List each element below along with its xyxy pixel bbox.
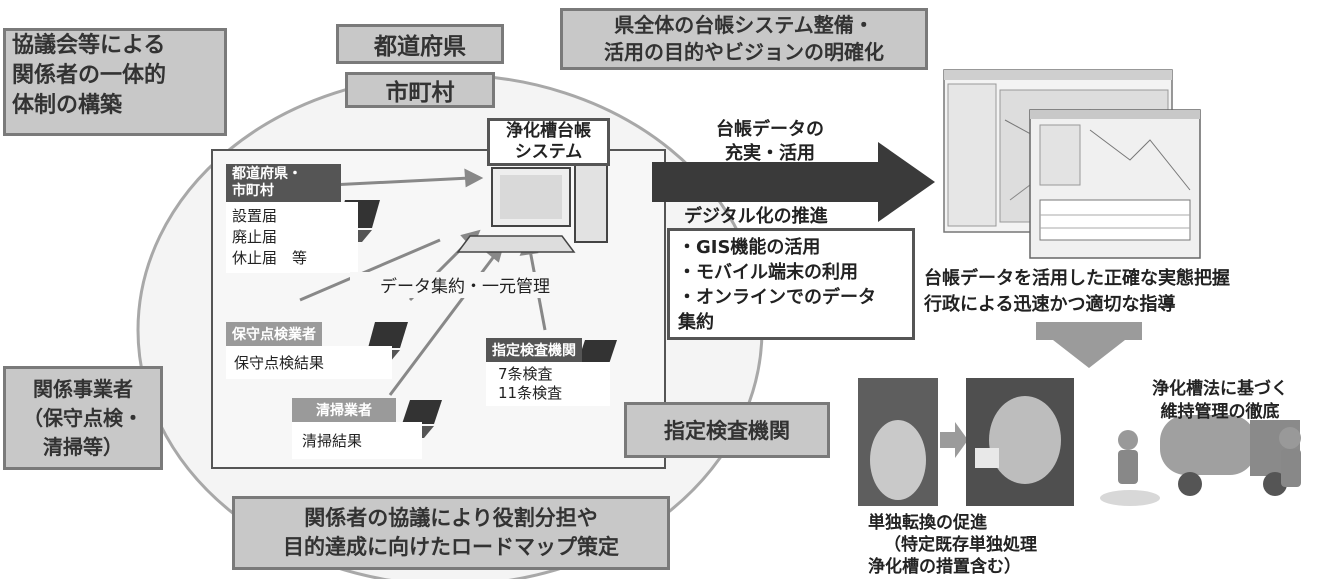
- council-line-1: 協議会等による: [12, 33, 166, 58]
- pref-muni-label: 都道府県・ 市町村: [226, 164, 341, 202]
- aggregation-label: データ集約・一元管理: [350, 272, 580, 298]
- enrich-text: 台帳データの 充実・活用: [716, 119, 824, 164]
- municipality-box: 市町村: [345, 72, 495, 108]
- down-arrow: [1036, 322, 1142, 368]
- inspection-docs: 7条検査 11条検査: [486, 362, 610, 406]
- council-line-2: 関係者の一体的: [12, 63, 167, 88]
- big-right-arrow: [652, 142, 935, 222]
- operators-box: 関係事業者 （保守点検・ 清掃等）: [3, 366, 163, 470]
- inspection-box: 指定検査機関: [624, 402, 830, 458]
- council-line-3: 体制の構築: [12, 93, 123, 118]
- gis-screenshot: [943, 69, 1201, 259]
- vision-box: 県全体の台帳システム整備・ 活用の目的やビジョンの明確化: [560, 8, 928, 70]
- measures-box: ・GIS機能の活用 ・モバイル端末の利用 ・オンラインでのデータ 集約: [667, 228, 915, 340]
- cleaning-label: 清掃業者: [292, 398, 396, 422]
- prefecture-box: 都道府県: [336, 24, 504, 64]
- cleaning-doc: 清掃結果: [292, 422, 422, 459]
- computer-icon: [456, 159, 608, 253]
- photo-arrow: [940, 422, 968, 458]
- digital-text: デジタル化の推進: [684, 206, 828, 227]
- maintenance-entity: 保守点検業者 保守点検結果: [226, 322, 392, 379]
- pref-muni-entity: 都道府県・ 市町村 設置届 廃止届 休止届 等: [226, 164, 358, 273]
- law-text: 浄化槽法に基づく 維持管理の徹底: [1152, 379, 1288, 422]
- cleaning-entity: 清掃業者 清掃結果: [292, 398, 422, 459]
- conversion-text: 単独転換の促進 （特定既存単独処理 浄化槽の措置含む）: [868, 513, 1037, 577]
- system-box: 浄化槽台帳 システム: [487, 118, 610, 166]
- maintenance-label: 保守点検業者: [226, 322, 322, 346]
- roadmap-box: 関係者の協議により役割分担や 目的達成に向けたロードマップ策定: [232, 496, 670, 570]
- maintenance-illustration: [1100, 415, 1301, 506]
- inspection-label: 指定検査機関: [486, 338, 582, 362]
- outcomes-text: 台帳データを活用した正確な実態把握 行政による迅速かつ適切な指導: [924, 268, 1230, 315]
- council-box: 協議会等による 関係者の一体的 体制の構築: [3, 28, 227, 136]
- pref-muni-docs: 設置届 廃止届 休止届 等: [226, 202, 358, 273]
- inspection-entity: 指定検査機関 7条検査 11条検査: [486, 338, 610, 406]
- maintenance-doc: 保守点検結果: [226, 346, 392, 379]
